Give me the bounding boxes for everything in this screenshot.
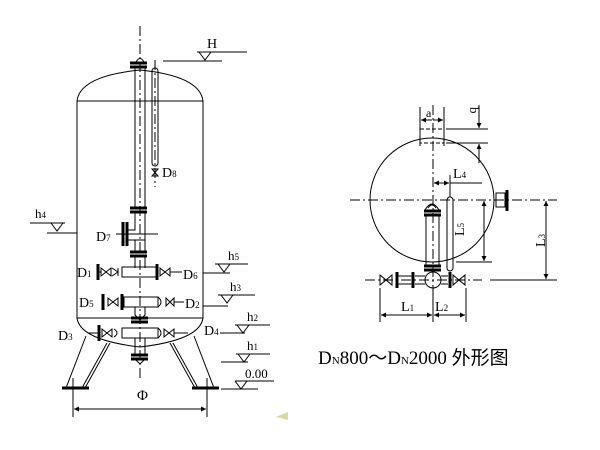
d8-tube	[151, 67, 159, 167]
svg-text:h2: h2	[247, 309, 258, 324]
svg-text:D1: D1	[77, 266, 92, 281]
label-D1-sub: 1	[87, 269, 92, 279]
label-D8-sub: 8	[172, 169, 177, 179]
label-D1: D	[77, 266, 87, 281]
svg-text:L2: L2	[435, 300, 448, 315]
svg-text:L4: L4	[453, 167, 467, 182]
label-D3: D	[58, 329, 68, 344]
label-D2: D	[185, 297, 195, 312]
label-L3-sub: 3	[537, 233, 547, 238]
svg-text:L5: L5	[453, 222, 468, 236]
d8-valve-icon	[150, 168, 160, 177]
label-D8: D	[162, 166, 172, 181]
svg-text:D4: D4	[204, 324, 219, 339]
label-a: a	[426, 106, 432, 120]
caption-d2-sub: N	[401, 355, 409, 367]
elevation-marks: H h4 h5 h3 h2 h1 0.00	[30, 37, 274, 390]
label-L1-sub: 1	[410, 303, 415, 313]
label-h1-sub: 1	[254, 342, 259, 352]
label-h4-sub: 4	[42, 210, 47, 220]
bottom-head	[76, 317, 204, 348]
label-h3: h	[230, 279, 237, 294]
svg-text:D2: D2	[185, 297, 200, 312]
label-D5-sub: 5	[89, 299, 94, 309]
svg-text:D5: D5	[79, 296, 94, 311]
svg-text:D8: D8	[162, 166, 177, 181]
svg-text:D3: D3	[58, 329, 73, 344]
label-D7: D	[96, 230, 106, 245]
caption-d1: D	[318, 348, 332, 369]
label-L4: L	[453, 167, 462, 182]
svg-text:h4: h4	[35, 206, 47, 221]
label-D3-sub: 3	[68, 332, 73, 342]
label-b: b	[467, 107, 482, 114]
caption-d1-sub: N	[332, 355, 340, 367]
svg-text:L3: L3	[534, 233, 549, 247]
d3-d4-manifold	[88, 325, 188, 365]
label-h5-sub: 5	[235, 252, 240, 262]
caption-v2: 2000 外形图	[409, 347, 509, 369]
label-L1: L	[401, 300, 410, 315]
plan-view: a b L4 L5 L3 L1 L2	[350, 105, 557, 322]
support-legs	[62, 335, 219, 390]
label-h5: h	[228, 248, 235, 263]
svg-text:L1: L1	[401, 300, 414, 315]
vessel-elevation: Φ H h4 h5 h3 h2 h1 0.00 D8 D7 D1 D6 D5 D…	[30, 26, 288, 420]
svg-text:D6: D6	[183, 268, 198, 283]
label-D7-sub: 7	[106, 233, 111, 243]
label-L4-sub: 4	[462, 170, 467, 180]
label-h2: h	[247, 309, 254, 324]
label-h3-sub: 3	[237, 283, 242, 293]
return-mark-icon	[276, 412, 288, 420]
caption: DN800～DN2000 外形图	[318, 347, 509, 369]
label-D5: D	[79, 296, 89, 311]
phi-label: Φ	[137, 388, 148, 404]
label-zero: 0.00	[245, 366, 268, 381]
label-L2: L	[435, 300, 444, 315]
svg-text:D7: D7	[96, 230, 111, 245]
d5-d2-manifold	[101, 294, 184, 324]
label-D4: D	[204, 324, 214, 339]
label-L5: L	[453, 227, 468, 236]
label-D6: D	[183, 268, 193, 283]
label-L2-sub: 2	[444, 303, 449, 313]
caption-d2: D	[387, 348, 401, 369]
svg-text:h1: h1	[247, 338, 258, 353]
top-head	[76, 69, 204, 102]
outlet-pipe-row	[365, 272, 482, 288]
label-L3: L	[534, 238, 549, 247]
label-D2-sub: 2	[195, 300, 200, 310]
label-D6-sub: 6	[193, 271, 198, 281]
label-H: H	[207, 37, 217, 52]
svg-text:h5: h5	[228, 248, 240, 263]
label-h1: h	[247, 338, 254, 353]
label-h4: h	[35, 206, 42, 221]
svg-text:h3: h3	[230, 279, 242, 294]
caption-v1: 800～	[340, 348, 388, 369]
label-D4-sub: 4	[214, 327, 219, 337]
label-L5-sub: 5	[456, 222, 466, 227]
d1-d6-manifold	[96, 264, 182, 280]
label-h2-sub: 2	[254, 313, 259, 323]
